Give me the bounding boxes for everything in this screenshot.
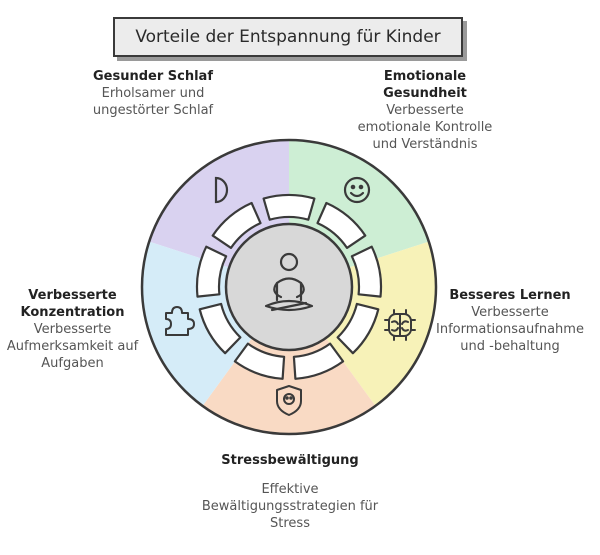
benefit-heading: Besseres Lernen — [449, 288, 571, 303]
ring-segment-emotion — [289, 140, 429, 268]
center-circle — [224, 222, 354, 352]
ring-segment-focus — [142, 241, 252, 406]
half-moon-icon — [214, 176, 229, 204]
inner-ring-arc — [316, 201, 367, 249]
page-title: Vorteile der Entspannung für Kinder — [113, 17, 463, 57]
benefit-label-focus: Verbesserte Konzentration Verbesserte Au… — [0, 287, 145, 372]
benefit-description: Verbesserte emotionale Kontrolle und Ver… — [357, 103, 493, 152]
benefit-heading: Emotionale Gesundheit — [383, 69, 467, 101]
inner-ring — [195, 193, 383, 380]
benefit-label-sleep: Gesunder Schlaf Erholsamer und ungestört… — [78, 68, 228, 119]
benefit-heading: Gesunder Schlaf — [92, 69, 213, 84]
benefit-label-emotion: Emotionale Gesundheit Verbesserte emotio… — [355, 68, 495, 153]
inner-ring-arc — [336, 302, 380, 355]
ring-segment-sleep — [149, 140, 289, 268]
inner-ring-arc — [233, 342, 286, 380]
puzzle-icon — [165, 306, 195, 336]
inner-ring-arc — [350, 245, 383, 298]
shield-smiley-icon — [276, 385, 302, 416]
benefit-label-learning: Besseres Lernen Verbesserte Informations… — [425, 287, 595, 355]
inner-ring-arc — [198, 302, 242, 355]
inner-ring-arc — [211, 201, 262, 249]
benefit-heading: Verbesserte Konzentration — [20, 288, 125, 320]
smiley-icon — [343, 176, 371, 204]
inner-ring-arc — [292, 342, 345, 380]
brain-icon — [384, 309, 416, 341]
benefit-heading: Stressbewältigung — [221, 453, 359, 468]
inner-ring-arc — [262, 193, 316, 221]
benefit-description: Erholsamer und ungestörter Schlaf — [92, 86, 214, 118]
ring-segment-learning — [326, 241, 436, 406]
meditation-icon — [264, 252, 314, 312]
benefit-label-stress: Stressbewältigung Effektive Bewältigungs… — [190, 452, 390, 532]
benefit-description: Verbesserte Aufmerksamkeit auf Aufgaben — [6, 322, 139, 371]
outer-ring-border — [140, 138, 438, 436]
inner-ring-arc — [195, 245, 228, 298]
benefit-description: Verbesserte Informationsaufnahme und -be… — [436, 305, 584, 354]
benefit-description: Effektive Bewältigungsstrategien für Str… — [201, 482, 379, 531]
